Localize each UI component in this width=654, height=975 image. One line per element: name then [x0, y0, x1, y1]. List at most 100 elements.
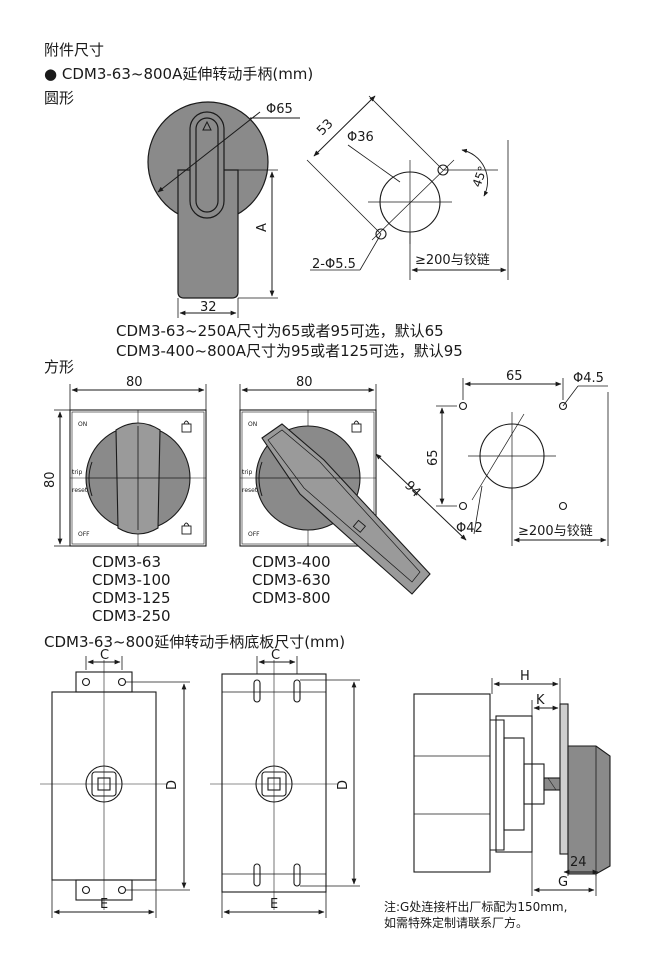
model-list-right-2: CDM3-800	[252, 589, 331, 607]
square-left-trip-label: trip	[72, 469, 82, 476]
side-view-drawing	[413, 678, 611, 896]
round-phi36-label: Φ36	[347, 130, 374, 145]
square-handle-right	[239, 384, 467, 595]
base-plate-title: CDM3-63~800延伸转动手柄底板尺寸(mm)	[44, 633, 346, 651]
side-k-label: K	[536, 693, 545, 708]
base-plate-right	[210, 656, 360, 918]
bullet-mark: ●	[44, 65, 58, 83]
base-left-screw-1	[81, 677, 91, 687]
square-mount-hole-4	[558, 501, 568, 511]
square-right-94-dim-line	[375, 453, 467, 541]
side-breaker-body	[413, 693, 491, 873]
side-24-label: 24	[570, 855, 587, 870]
round-phi65-leader	[157, 111, 261, 193]
square-left-80-label: 80	[126, 375, 143, 390]
square-section-label: 方形	[44, 358, 75, 376]
base-left-screw-2	[117, 677, 127, 687]
lock-icon	[181, 525, 192, 535]
square-mount-hole-1	[458, 401, 468, 411]
round-53-ext-1	[306, 159, 382, 235]
side-adapter-inner	[503, 737, 525, 831]
square-handle-left	[54, 384, 207, 547]
square-right-lever-inner	[267, 429, 421, 583]
round-grip-inner	[195, 117, 219, 213]
base-left-d-label: D	[165, 780, 180, 790]
base-plate-left	[40, 656, 190, 918]
square-left-off-label: OFF	[78, 531, 90, 538]
lock-icon-shackle	[183, 420, 190, 425]
round-45-label: 45°	[470, 164, 490, 189]
round-note-line1: CDM3-63~250A尺寸为65或者95可选，默认65	[116, 322, 444, 340]
square-mount-hole-3	[458, 501, 468, 511]
round-note-line2: CDM3-400~800A尺寸为95或者125可选，默认95	[116, 342, 463, 360]
base-left-screw-4	[117, 885, 127, 895]
side-shaft-hatch	[547, 777, 557, 791]
square-hinge-label: ≥200与铰链	[518, 524, 593, 539]
square-phi42-label: Φ42	[456, 521, 483, 536]
base-note-line1: 注:G处连接杆出厂标配为150mm,	[384, 900, 568, 914]
model-list-right-0: CDM3-400	[252, 553, 331, 571]
round-phi65-label: Φ65	[266, 102, 293, 117]
base-left-e-label: E	[100, 897, 108, 912]
lock-icon	[181, 423, 192, 433]
round-grip	[189, 111, 225, 219]
square-right-off-label: OFF	[248, 531, 260, 538]
square-right-80-label: 80	[296, 375, 313, 390]
arrow-up-icon	[202, 120, 212, 131]
square-phi45-leader	[562, 385, 579, 407]
base-right-slot-4	[293, 863, 301, 887]
square-phi42-leader	[473, 485, 483, 535]
page-title: 附件尺寸	[44, 41, 105, 59]
square-cutout-diag	[471, 413, 525, 501]
round-53-dim-line	[313, 95, 376, 157]
round-a-label: A	[255, 223, 270, 232]
round-53-ext-2	[368, 95, 444, 171]
subtitle-line: ● CDM3-63~800A延伸转动手柄(mm)	[44, 65, 313, 83]
square-right-lever	[261, 423, 431, 595]
side-coupling	[523, 763, 545, 805]
square-left-on-label: ON	[78, 421, 87, 428]
square-right-reset-label: reset	[242, 487, 258, 494]
square-right-on-label: ON	[248, 421, 257, 428]
square-right-trip-label: trip	[242, 469, 252, 476]
square-mount-hole-2	[558, 401, 568, 411]
subtitle-text: CDM3-63~800A延伸转动手柄(mm)	[61, 65, 314, 83]
base-right-d-label: D	[336, 780, 351, 790]
round-mount-hole-1	[375, 228, 387, 240]
model-list-left-0: CDM3-63	[92, 553, 162, 571]
side-h-label: H	[520, 669, 530, 684]
round-hinge-label: ≥200与铰链	[415, 253, 490, 268]
base-note-line2: 如需特殊定制请联系厂方。	[384, 916, 529, 930]
model-list-left-2: CDM3-125	[92, 589, 171, 607]
round-phi36-leader	[347, 144, 401, 183]
lock-icon-shackle	[183, 522, 190, 527]
model-list-left-1: CDM3-100	[92, 571, 171, 589]
lock-icon-shackle	[353, 420, 360, 425]
base-left-screw-3	[81, 885, 91, 895]
round-cutout-diag	[371, 159, 455, 241]
side-adapter	[495, 715, 533, 853]
square-left-trip-arc	[88, 461, 93, 497]
round-53-label: 53	[314, 117, 336, 139]
round-45-arc	[461, 148, 489, 197]
round-holes-label: 2-Φ5.5	[312, 257, 356, 272]
square-left-reset-label: reset	[72, 487, 88, 494]
round-holes-leader	[359, 233, 382, 271]
square-cutout-drawing	[436, 378, 609, 546]
side-door-panel	[559, 703, 569, 855]
base-right-slot-2	[293, 679, 301, 703]
base-right-slot-1	[253, 679, 261, 703]
square-phi45-label: Φ4.5	[573, 371, 604, 386]
model-list-right-1: CDM3-630	[252, 571, 331, 589]
base-right-slot-3	[253, 863, 261, 887]
model-list-left-3: CDM3-250	[92, 607, 171, 625]
base-right-c-label: C	[271, 648, 280, 663]
lock-icon	[352, 519, 367, 533]
square-65-label: 65	[506, 369, 523, 384]
round-32-label: 32	[200, 300, 217, 315]
round-cutout-drawing	[306, 95, 509, 280]
square-65v-label: 65	[426, 449, 441, 466]
side-breaker-front	[490, 719, 505, 851]
round-section-label: 圆形	[44, 89, 75, 107]
